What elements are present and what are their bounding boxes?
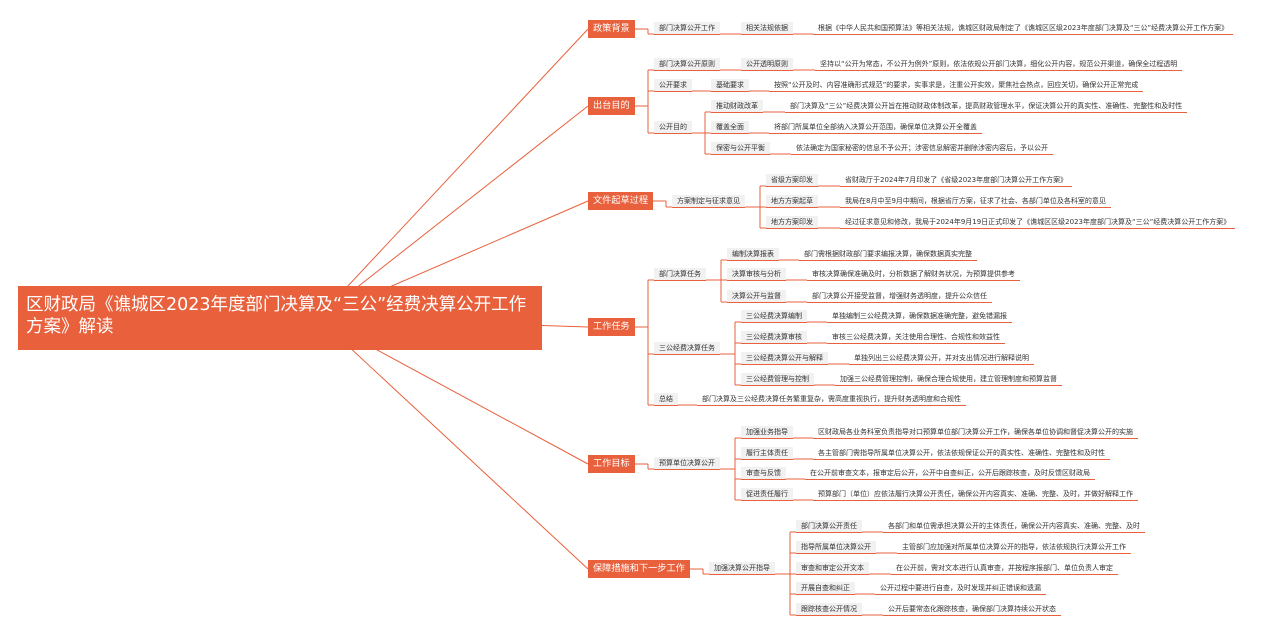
- topic-guide-subordinates[interactable]: 指导所属单位决算公开: [796, 541, 876, 554]
- topic-review-feedback[interactable]: 审查与反馈: [741, 467, 786, 480]
- branch-purpose[interactable]: 出台目的: [588, 97, 635, 115]
- topic-department-responsibility[interactable]: 部门决算公开责任: [796, 520, 862, 533]
- topic-transparency-principle[interactable]: 公开透明原则: [741, 58, 793, 71]
- topic-fiscal-reform[interactable]: 推动财政改革: [711, 100, 763, 113]
- topic-review-analysis[interactable]: 决算审核与分析: [727, 268, 786, 281]
- leaf-self-inspection-text: 公开过程中要进行自查，及时发现并纠正错误和遗漏: [875, 582, 1046, 595]
- leaf-main-responsibility-text: 各主管部门需指导所属单位决算公开，依法依规保证公开的真实性、准确性、完整性和及时…: [813, 447, 1110, 460]
- topic-local-plan-issued[interactable]: 地方方案印发: [766, 216, 818, 229]
- topic-basic-requirements[interactable]: 基础要求: [711, 79, 749, 92]
- branch-work-goals[interactable]: 工作目标: [588, 455, 635, 473]
- leaf-disclosure-supervision-text: 部门决算公开接受监督，增强财务透明度，提升公众信任: [807, 290, 992, 303]
- leaf-transparency-text: 坚持以“公开为常态，不公开为例外”原则，依法依规公开部门决算，细化公开内容，规范…: [815, 58, 1183, 71]
- leaf-three-public-compile-text: 单独编制三公经费决算，确保数据准确完整，避免错漏报: [827, 310, 1012, 323]
- topic-secrecy-balance[interactable]: 保密与公开平衡: [711, 142, 770, 155]
- leaf-guidance-text: 区财政局各业务科室负责指导对口预算单位部门决算公开工作，确保各单位协调和督促决算…: [813, 426, 1138, 439]
- leaf-secrecy-balance-text: 依法确定为国家秘密的信息不予公开；涉密信息解密并删除涉密内容后，予以公开: [791, 142, 1053, 155]
- topic-follow-up[interactable]: 跟踪核查公开情况: [796, 603, 862, 616]
- topic-summary[interactable]: 总结: [654, 393, 678, 406]
- topic-full-coverage[interactable]: 覆盖全面: [711, 121, 749, 134]
- topic-fulfil-responsibility[interactable]: 促进责任履行: [741, 488, 793, 501]
- topic-three-public-compile[interactable]: 三公经费决算编制: [741, 310, 807, 323]
- topic-budget-disclosure[interactable]: 部门决算公开工作: [654, 22, 720, 35]
- leaf-fiscal-reform-text: 部门决算及“三公”经费决算公开旨在推动财政体制改革，提高财政管理水平，保证决算公…: [785, 100, 1188, 113]
- topic-provincial-plan[interactable]: 省级方案印发: [766, 174, 818, 187]
- topic-disclosure-requirements[interactable]: 公开要求: [654, 79, 692, 92]
- leaf-provincial-plan-text: 省财政厅于2024年7月印发了《省级2023年度部门决算公开工作方案》: [840, 174, 1073, 187]
- topic-unit-disclosure[interactable]: 预算单位决算公开: [654, 457, 720, 470]
- topic-three-public-disclose[interactable]: 三公经费决算公开与解释: [741, 352, 828, 365]
- connector-line: [317, 105, 589, 319]
- central-topic[interactable]: 区财政局《谯城区2023年度部门决算及“三公”经费决算公开工作方案》解读: [18, 286, 542, 350]
- branch-work-tasks[interactable]: 工作任务: [588, 318, 635, 336]
- leaf-department-responsibility-text: 各部门和单位需承担决算公开的主体责任，确保公开内容真实、准确、完整、及时: [883, 520, 1145, 533]
- topic-department-accounts-tasks[interactable]: 部门决算任务: [654, 268, 706, 281]
- leaf-review-texts-text: 在公开前，需对文本进行认真审查，并按程序报部门、单位负责人审定: [891, 562, 1118, 575]
- topic-three-public-review[interactable]: 三公经费决算审核: [741, 331, 807, 344]
- leaf-follow-up-text: 公开后要常态化跟踪核查，确保部门决算持续公开状态: [883, 603, 1061, 616]
- topic-drafting-consultation[interactable]: 方案制定与征求意见: [672, 195, 745, 208]
- topic-legal-basis[interactable]: 相关法规依据: [741, 22, 793, 35]
- connector-line: [317, 28, 589, 319]
- topic-disclosure-supervision[interactable]: 决算公开与监督: [727, 290, 786, 303]
- leaf-review-feedback-text: 在公开前审查文本，报审定后公开，公开中自查纠正，公开后跟踪核查，及时反馈区财政局: [805, 467, 1095, 480]
- topic-disclosure-purpose[interactable]: 公开目的: [654, 121, 692, 134]
- leaf-fulfil-responsibility-text: 预算部门（单位）应依法履行决算公开责任，确保公开内容真实、准确、完整、及时，并做…: [813, 488, 1138, 501]
- leaf-three-public-control-text: 加强三公经费管理控制，确保合理合规使用，建立管理制度和预算监督: [835, 373, 1062, 386]
- leaf-review-analysis-text: 审核决算确保准确及时，分析数据了解财务状况，为预算提供参考: [807, 268, 1020, 281]
- topic-self-inspection[interactable]: 开展自查和纠正: [796, 582, 855, 595]
- topic-three-public-control[interactable]: 三公经费管理与控制: [741, 373, 814, 386]
- connector-line: [317, 317, 589, 570]
- branch-policy-background[interactable]: 政策背景: [588, 20, 635, 38]
- topic-local-drafting[interactable]: 地方方案起草: [766, 195, 818, 208]
- topic-strengthen-guidance[interactable]: 加强决算公开指导: [709, 562, 775, 575]
- topic-disclosure-principle[interactable]: 部门决算公开原则: [654, 58, 720, 71]
- leaf-guide-subordinates-text: 主管部门应加强对所属单位决算公开的指导，依法依规执行决算公开工作: [897, 541, 1131, 554]
- leaf-basic-requirements-text: 按照“公开及时、内容准确形式规范”的要求，实事求是，注重公开实效，聚焦社会热点，…: [769, 79, 1144, 92]
- leaf-three-public-disclose-text: 单独列出三公经费决算公开，并对支出情况进行解释说明: [849, 352, 1034, 365]
- branch-safeguards[interactable]: 保障措施和下一步工作: [588, 560, 690, 578]
- topic-main-responsibility[interactable]: 履行主体责任: [741, 447, 793, 460]
- leaf-summary-text: 部门决算及三公经费决算任务繁重复杂，需高度重视执行，提升财务透明度和合规性: [697, 393, 966, 406]
- topic-prepare-reports[interactable]: 编制决算报表: [727, 248, 779, 261]
- topic-review-texts[interactable]: 审查和审定公开文本: [796, 562, 869, 575]
- leaf-prepare-reports-text: 部门需根据财政部门要求编报决算，确保数据真实完整: [799, 248, 977, 261]
- topic-three-public-tasks[interactable]: 三公经费决算任务: [654, 342, 720, 355]
- leaf-legal-basis-text: 根据《中华人民共和国预算法》等相关法规，谯城区财政局制定了《谯城区区级2023年…: [813, 22, 1234, 35]
- topic-guidance[interactable]: 加强业务指导: [741, 426, 793, 439]
- branch-drafting-process[interactable]: 文件起草过程: [588, 192, 654, 210]
- leaf-three-public-review-text: 审核三公经费决算，关注使用合理性、合规性和效益性: [827, 331, 1005, 344]
- leaf-local-plan-issued-text: 经过征求意见和修改，我局于2024年9月19日正式印发了《谯城区区级2023年度…: [840, 216, 1236, 229]
- leaf-local-drafting-text: 我局在8月中至9月中期间，根据省厅方案，征求了社会、各部门单位及各科室的意见: [840, 195, 1111, 208]
- leaf-full-coverage-text: 将部门所属单位全部纳入决算公开范围，确保单位决算公开全覆盖: [769, 121, 982, 134]
